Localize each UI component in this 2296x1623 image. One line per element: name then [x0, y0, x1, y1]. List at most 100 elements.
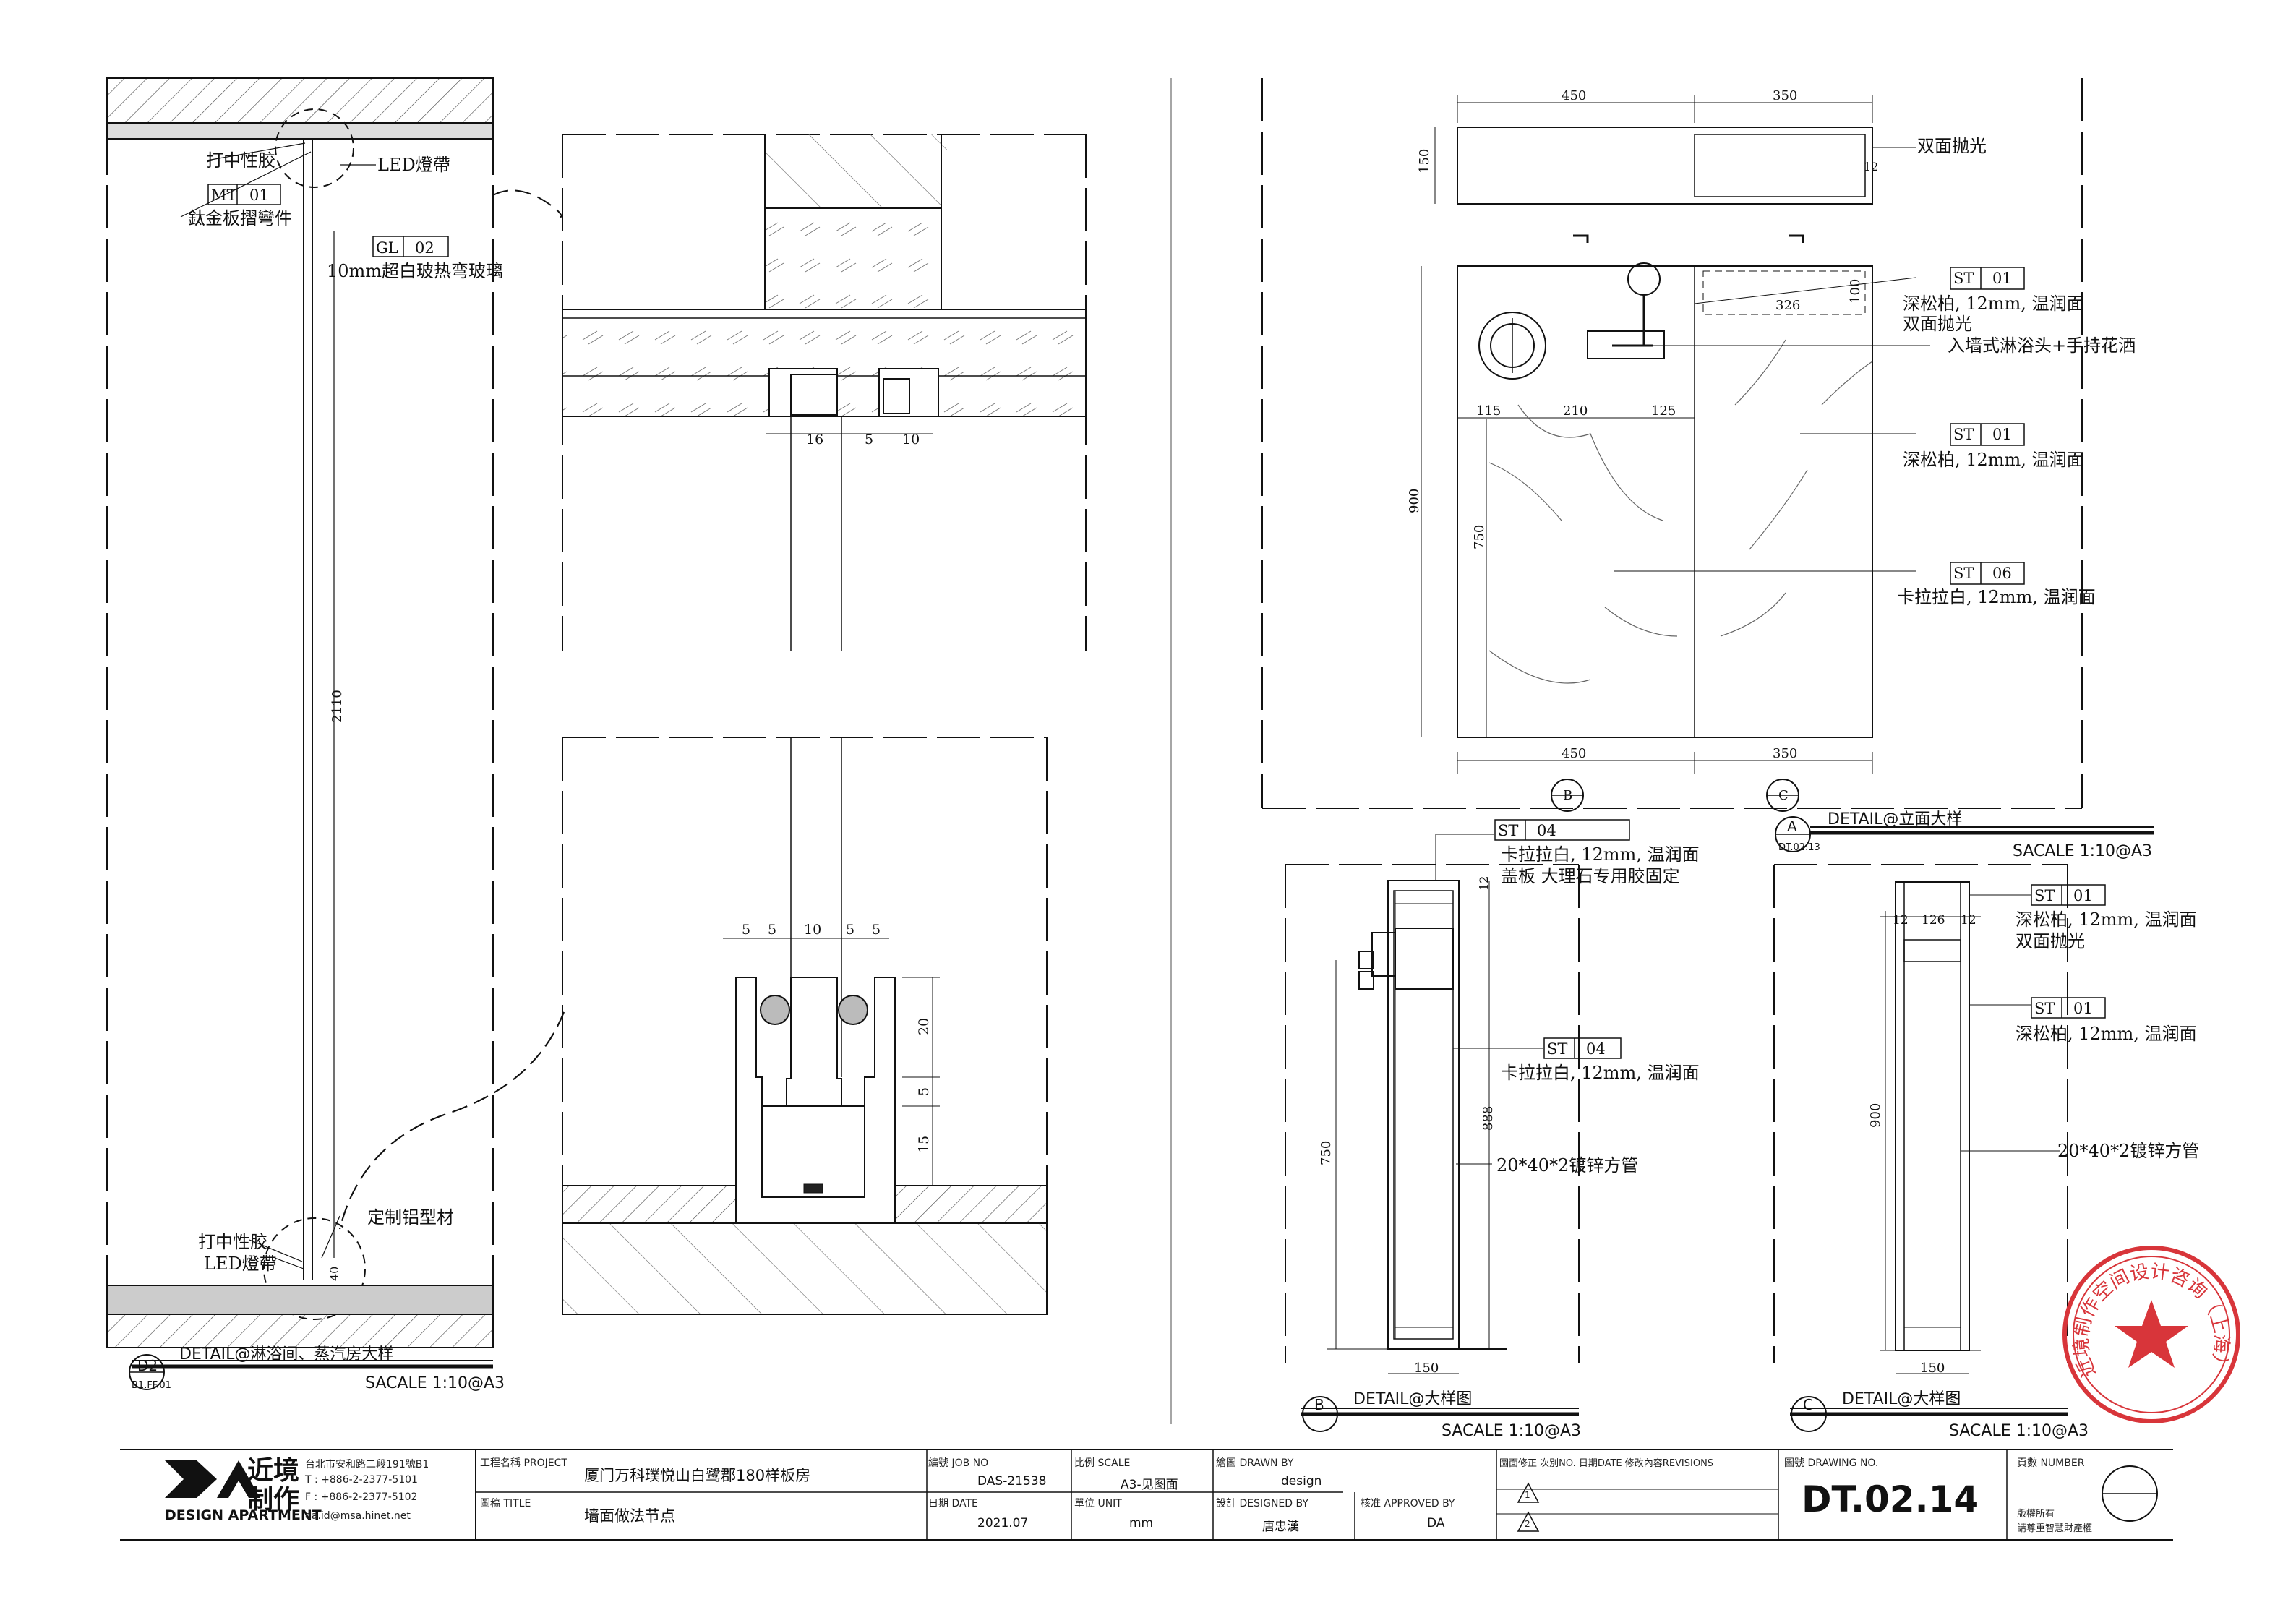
revisions-label: 圖面修正 次別NO. 日期DATE 修改內容REVISIONS [1499, 1458, 1714, 1469]
unit-value: mm [1129, 1516, 1154, 1530]
dim-100: 100 [1848, 279, 1863, 304]
section-b-marker: B [1563, 788, 1572, 803]
bottom-dim-450: 450 [1562, 746, 1586, 761]
b-dim-150: 150 [1414, 1361, 1439, 1376]
drawn-label: 繪圖 DRAWN BY [1216, 1457, 1294, 1469]
plan-note: 双面抛光 [1917, 136, 1987, 156]
date-label: 日期 DATE [928, 1498, 978, 1509]
dim-top-5: 5 [872, 922, 881, 938]
b-tag2-code: ST [1547, 1040, 1567, 1058]
b-tag1-text2: 盖板 大理石专用胶固定 [1501, 866, 1680, 886]
tag1-code: ST [1953, 270, 1974, 287]
drawing-no-label: 圖號 DRAWING NO. [1784, 1457, 1879, 1469]
revision-2-triangle [1517, 1511, 1540, 1532]
b-tag2-num: 04 [1586, 1040, 1606, 1058]
c-pipe: 20*40*2镀锌方管 [2057, 1141, 2199, 1161]
d2-title: DETAIL@淋浴间、蒸汽房大样 [179, 1345, 393, 1363]
detail-c-text: ST 01 深松柏, 12mm, 温润面 双面抛光 ST 01 深松柏, 12m… [1803, 887, 2199, 1440]
revision-2: 2 [1525, 1519, 1530, 1529]
tag3-num: 01 [1992, 426, 2012, 443]
tel: T : +886-2-2377-5101 [305, 1474, 418, 1486]
c-dim-12b: 12 [1961, 913, 1976, 928]
b-tag1-text1: 卡拉拉白, 12mm, 温润面 [1501, 844, 1700, 865]
logo-cn-1: 近境 [247, 1456, 300, 1486]
b-tag2-text: 卡拉拉白, 12mm, 温润面 [1501, 1063, 1700, 1083]
c-title: DETAIL@大样图 [1842, 1390, 1961, 1408]
c-tag1-text2: 双面抛光 [2016, 931, 2085, 951]
c-dim-126: 126 [1922, 913, 1945, 928]
c-dim-900: 900 [1868, 1103, 1883, 1128]
a-tag: A [1787, 818, 1797, 835]
tag4-num: 06 [1992, 565, 2012, 582]
fax: F : +886-2-2377-5102 [305, 1491, 418, 1503]
sealant-bottom-label: 打中性胶 [198, 1232, 267, 1252]
a-title: DETAIL@立面大样 [1828, 810, 1962, 828]
a-scale: SACALE 1:10@A3 [2013, 842, 2152, 860]
c-title-tag: C [1803, 1396, 1813, 1413]
d2-tag: D2 [137, 1357, 158, 1374]
b-pipe: 20*40*2镀锌方管 [1496, 1155, 1638, 1176]
base-dim: 40 [327, 1267, 341, 1281]
tag3-code: ST [1953, 426, 1974, 443]
c-tag2-code: ST [2034, 1000, 2055, 1017]
logo-mark [165, 1460, 260, 1498]
titanium-label: 鈦金板摺彎件 [188, 208, 292, 228]
dim-5: 5 [865, 432, 873, 447]
b-dim-12: 12 [1477, 876, 1491, 891]
dim-right-5: 5 [916, 1087, 932, 1096]
aluminum-label: 定制铝型材 [367, 1207, 454, 1228]
width-326: 326 [1775, 298, 1800, 313]
height-dim: 2110 [330, 690, 345, 723]
title-value: 墙面做法节点 [584, 1507, 675, 1525]
project-value: 厦门万科璞悦山白鹭郡180样板房 [584, 1467, 811, 1484]
b-tag1-code: ST [1498, 822, 1518, 839]
email: da.id@msa.hinet.net [305, 1510, 411, 1522]
b-dim-888: 888 [1481, 1106, 1496, 1131]
star-icon [2115, 1300, 2188, 1368]
approved-label: 核准 APPROVED BY [1361, 1498, 1455, 1509]
job-value: DAS-21538 [977, 1474, 1047, 1489]
gl-tag: GL [376, 239, 398, 257]
c-dim-150: 150 [1920, 1361, 1945, 1376]
b-scale: SACALE 1:10@A3 [1442, 1422, 1581, 1440]
section-c-marker: C [1778, 788, 1789, 803]
glass-label: 10mm超白玻热弯玻璃 [327, 261, 503, 281]
elevation-a [1261, 78, 2154, 852]
c-scale: SACALE 1:10@A3 [1949, 1422, 2089, 1440]
address: 台北市安和路二段191號B1 [305, 1459, 429, 1470]
c-tag1-num: 01 [2073, 887, 2093, 904]
mt-tag: MT [211, 187, 237, 204]
copyright-1: 版權所有 [2017, 1509, 2055, 1520]
detail-c [1773, 864, 2106, 1432]
tag1-text1: 深松柏, 12mm, 温润面 [1903, 294, 2084, 314]
d2-ref: B1.FF.01 [132, 1380, 171, 1391]
shower-label: 入墙式淋浴头+手持花洒 [1948, 335, 2136, 356]
d2-scale: SACALE 1:10@A3 [365, 1374, 505, 1392]
dim-top-2: 5 [768, 922, 776, 938]
mid-bottom-dims: 5 5 10 5 5 20 5 15 [742, 922, 932, 1153]
led-top-label: LED燈帶 [377, 155, 450, 175]
row-dim-115: 115 [1476, 403, 1501, 419]
tag1-text2: 双面抛光 [1903, 314, 1972, 334]
dim-750: 750 [1472, 525, 1487, 549]
detail-b [1285, 819, 1630, 1432]
designed-value: 唐忠漢 [1262, 1520, 1299, 1534]
mid-bottom-section [339, 737, 1048, 1315]
row-dim-125: 125 [1651, 403, 1676, 419]
unit-label: 單位 UNIT [1074, 1498, 1122, 1509]
scale-label: 比例 SCALE [1074, 1457, 1131, 1469]
b-title: DETAIL@大样图 [1353, 1390, 1472, 1408]
c-dim-12a: 12 [1893, 913, 1909, 928]
c-tag2-text: 深松柏, 12mm, 温润面 [2016, 1024, 2197, 1044]
tag4-text: 卡拉拉白, 12mm, 温润面 [1897, 587, 2096, 607]
revision-1-triangle [1517, 1482, 1540, 1503]
b-dim-750: 750 [1319, 1141, 1334, 1165]
title-label: 圖稿 TITLE [480, 1498, 531, 1509]
copyright-2: 請尊重智慧財產權 [2017, 1523, 2093, 1534]
top-dim-350: 350 [1773, 88, 1797, 103]
c-tag1-code: ST [2034, 887, 2055, 904]
project-label: 工程名稱 PROJECT [480, 1457, 567, 1469]
gl-code: 02 [415, 239, 434, 257]
job-label: 編號 JOB NO [928, 1457, 989, 1469]
b-title-tag: B [1314, 1396, 1324, 1413]
